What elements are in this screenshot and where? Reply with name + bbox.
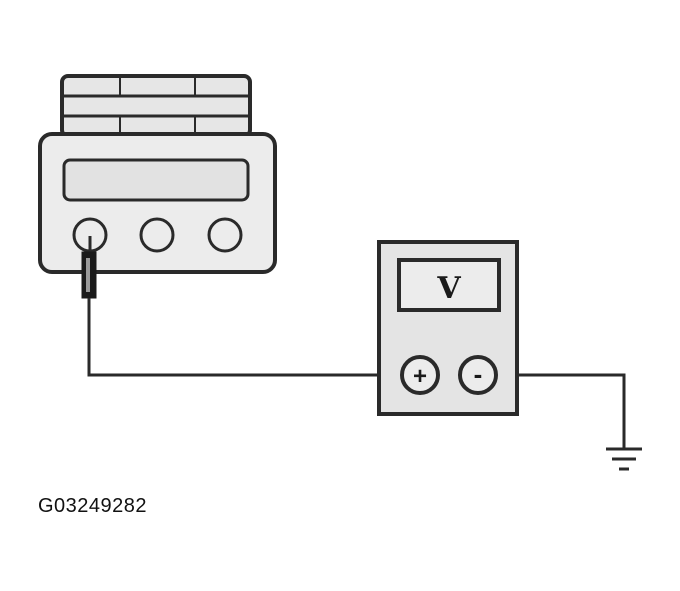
voltmeter-display	[397, 258, 501, 312]
voltmeter-display-label: V	[436, 271, 461, 306]
positive-lead-wire	[87, 298, 402, 377]
terminal-2	[139, 217, 175, 253]
connector-window	[62, 158, 250, 202]
negative-terminal	[458, 355, 498, 395]
terminal-3	[207, 217, 243, 253]
figure-id: G03249282	[38, 495, 148, 517]
ground-lead-wire	[496, 373, 626, 448]
positive-terminal-label: +	[413, 363, 427, 390]
ground-icon	[606, 447, 642, 471]
negative-terminal-label: -	[474, 359, 483, 389]
connector-latch	[60, 74, 252, 138]
positive-terminal	[400, 355, 440, 395]
voltmeter: V + -	[377, 240, 519, 416]
connector-component	[38, 74, 277, 274]
test-probe	[81, 236, 97, 299]
wires	[87, 298, 626, 448]
